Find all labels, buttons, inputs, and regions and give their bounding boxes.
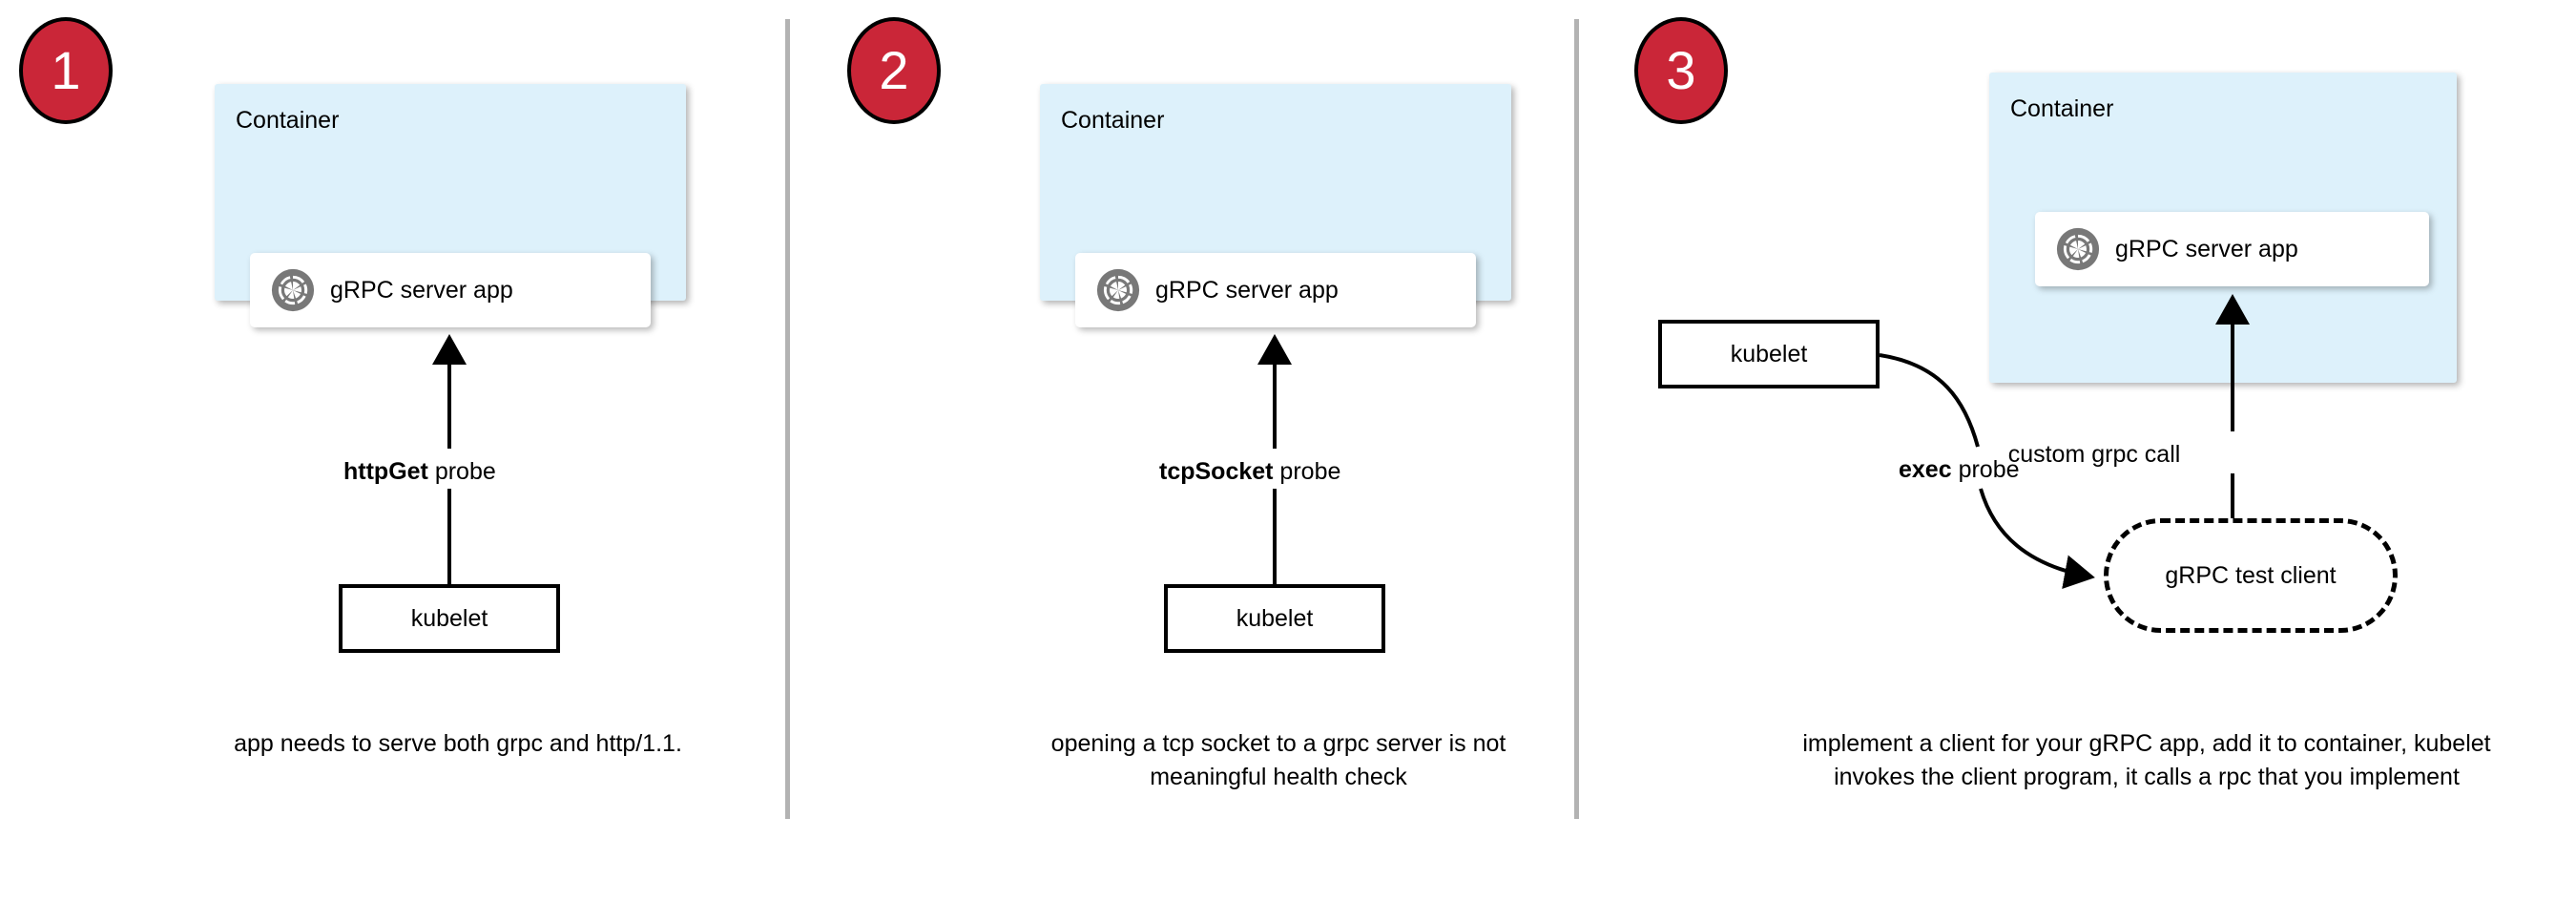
kubelet-box-1: kubelet xyxy=(339,584,560,653)
probe-name-bold-2: tcpSocket xyxy=(1159,458,1274,485)
httpget-probe-label: httpGet probe xyxy=(343,458,496,486)
panel-badge-2: 2 xyxy=(847,17,941,124)
probe-name-bold-3: exec xyxy=(1899,456,1952,483)
panel-divider-2 xyxy=(1574,19,1579,819)
probe-name-rest-3: probe xyxy=(1951,456,2020,483)
grpc-server-app-label-2: gRPC server app xyxy=(1155,276,1339,304)
tcpsocket-probe-label: tcpSocket probe xyxy=(1159,458,1340,486)
panel-divider-1 xyxy=(785,19,790,819)
grpc-logo-icon xyxy=(2056,227,2100,271)
probe-name-rest-1: probe xyxy=(427,458,496,485)
grpc-logo-icon xyxy=(1096,268,1140,312)
grpc-server-app-card-2: gRPC server app xyxy=(1075,253,1476,327)
panel-badge-3: 3 xyxy=(1634,17,1728,124)
panel-badge-1: 1 xyxy=(19,17,113,124)
grpc-server-app-label-3: gRPC server app xyxy=(2115,235,2298,262)
panel-caption-2: opening a tcp socket to a grpc server is… xyxy=(1050,730,1506,790)
kubelet-box-3: kubelet xyxy=(1658,320,1880,388)
probe-name-bold-1: httpGet xyxy=(343,458,428,485)
panel-caption-1: app needs to serve both grpc and http/1.… xyxy=(234,730,682,757)
arrow-exec-to-test-client-3 xyxy=(1979,488,2095,589)
container-label-2: Container xyxy=(1061,107,1165,134)
arrow-kubelet-to-exec-label-3 xyxy=(1879,353,1980,448)
grpc-test-client-box: gRPC test client xyxy=(2104,518,2398,633)
panel-caption-3: implement a client for your gRPC app, ad… xyxy=(1802,730,2491,790)
kubelet-box-2: kubelet xyxy=(1164,584,1385,653)
container-label-1: Container xyxy=(236,107,340,134)
probe-name-rest-2: probe xyxy=(1273,458,1341,485)
grpc-logo-icon xyxy=(271,268,315,312)
grpc-server-app-label-1: gRPC server app xyxy=(330,276,513,304)
grpc-server-app-card-1: gRPC server app xyxy=(250,253,651,327)
custom-grpc-call-label: custom grpc call xyxy=(2007,441,2181,468)
container-label-3: Container xyxy=(2010,95,2114,122)
exec-probe-label: exec probe xyxy=(1899,456,2020,484)
grpc-server-app-card-3: gRPC server app xyxy=(2035,212,2429,286)
